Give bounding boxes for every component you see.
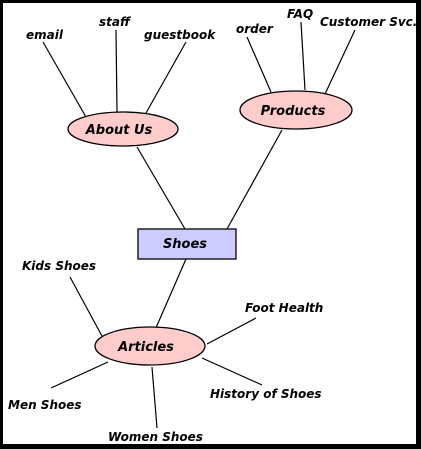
edge-articles-women-shoes xyxy=(151,366,158,429)
node-products-shape xyxy=(239,90,353,130)
edge-articles-foot-health xyxy=(206,317,257,345)
leaf-men-shoes[interactable]: Men Shoes xyxy=(8,398,82,412)
node-articles[interactable]: Articles xyxy=(94,326,206,366)
edge-products-order xyxy=(246,36,272,93)
edge-about-email xyxy=(42,41,87,118)
leaf-faq[interactable]: FAQ xyxy=(287,7,313,21)
node-articles-shape xyxy=(94,326,206,366)
edge-about-staff xyxy=(115,29,118,113)
edge-products-faq xyxy=(300,21,306,91)
edge-shoes-products xyxy=(226,129,283,230)
node-products[interactable]: Products xyxy=(239,90,353,130)
leaf-email[interactable]: email xyxy=(26,28,64,42)
node-shoes-shape xyxy=(137,228,237,260)
edge-shoes-articles xyxy=(154,258,187,331)
leaf-customer-svc[interactable]: Customer Svc. xyxy=(320,15,417,29)
edge-articles-history-of-shoes xyxy=(201,357,263,386)
leaf-staff[interactable]: staff xyxy=(99,15,131,29)
leaf-kids-shoes[interactable]: Kids Shoes xyxy=(22,259,96,273)
node-about-us[interactable]: About Us xyxy=(67,111,179,147)
edge-articles-men-shoes xyxy=(50,361,109,389)
edge-shoes-about xyxy=(136,146,186,230)
edge-about-guestbook xyxy=(145,41,187,114)
leaf-order[interactable]: order xyxy=(236,22,274,36)
node-about-us-label: About Us xyxy=(85,123,153,138)
edge-articles-kids-shoes xyxy=(69,276,104,339)
node-products-label: Products xyxy=(261,104,326,119)
leaf-foot-health[interactable]: Foot Health xyxy=(245,301,323,315)
edge-products-customer-svc xyxy=(324,29,356,95)
leaf-women-shoes[interactable]: Women Shoes xyxy=(108,430,203,444)
leaf-guestbook[interactable]: guestbook xyxy=(144,28,216,42)
node-shoes[interactable]: Shoes xyxy=(137,228,237,260)
node-articles-label: Articles xyxy=(117,340,174,355)
node-about-us-shape xyxy=(67,111,179,147)
node-shoes-label: Shoes xyxy=(163,237,207,252)
leaf-history-of-shoes[interactable]: History of Shoes xyxy=(210,387,322,401)
